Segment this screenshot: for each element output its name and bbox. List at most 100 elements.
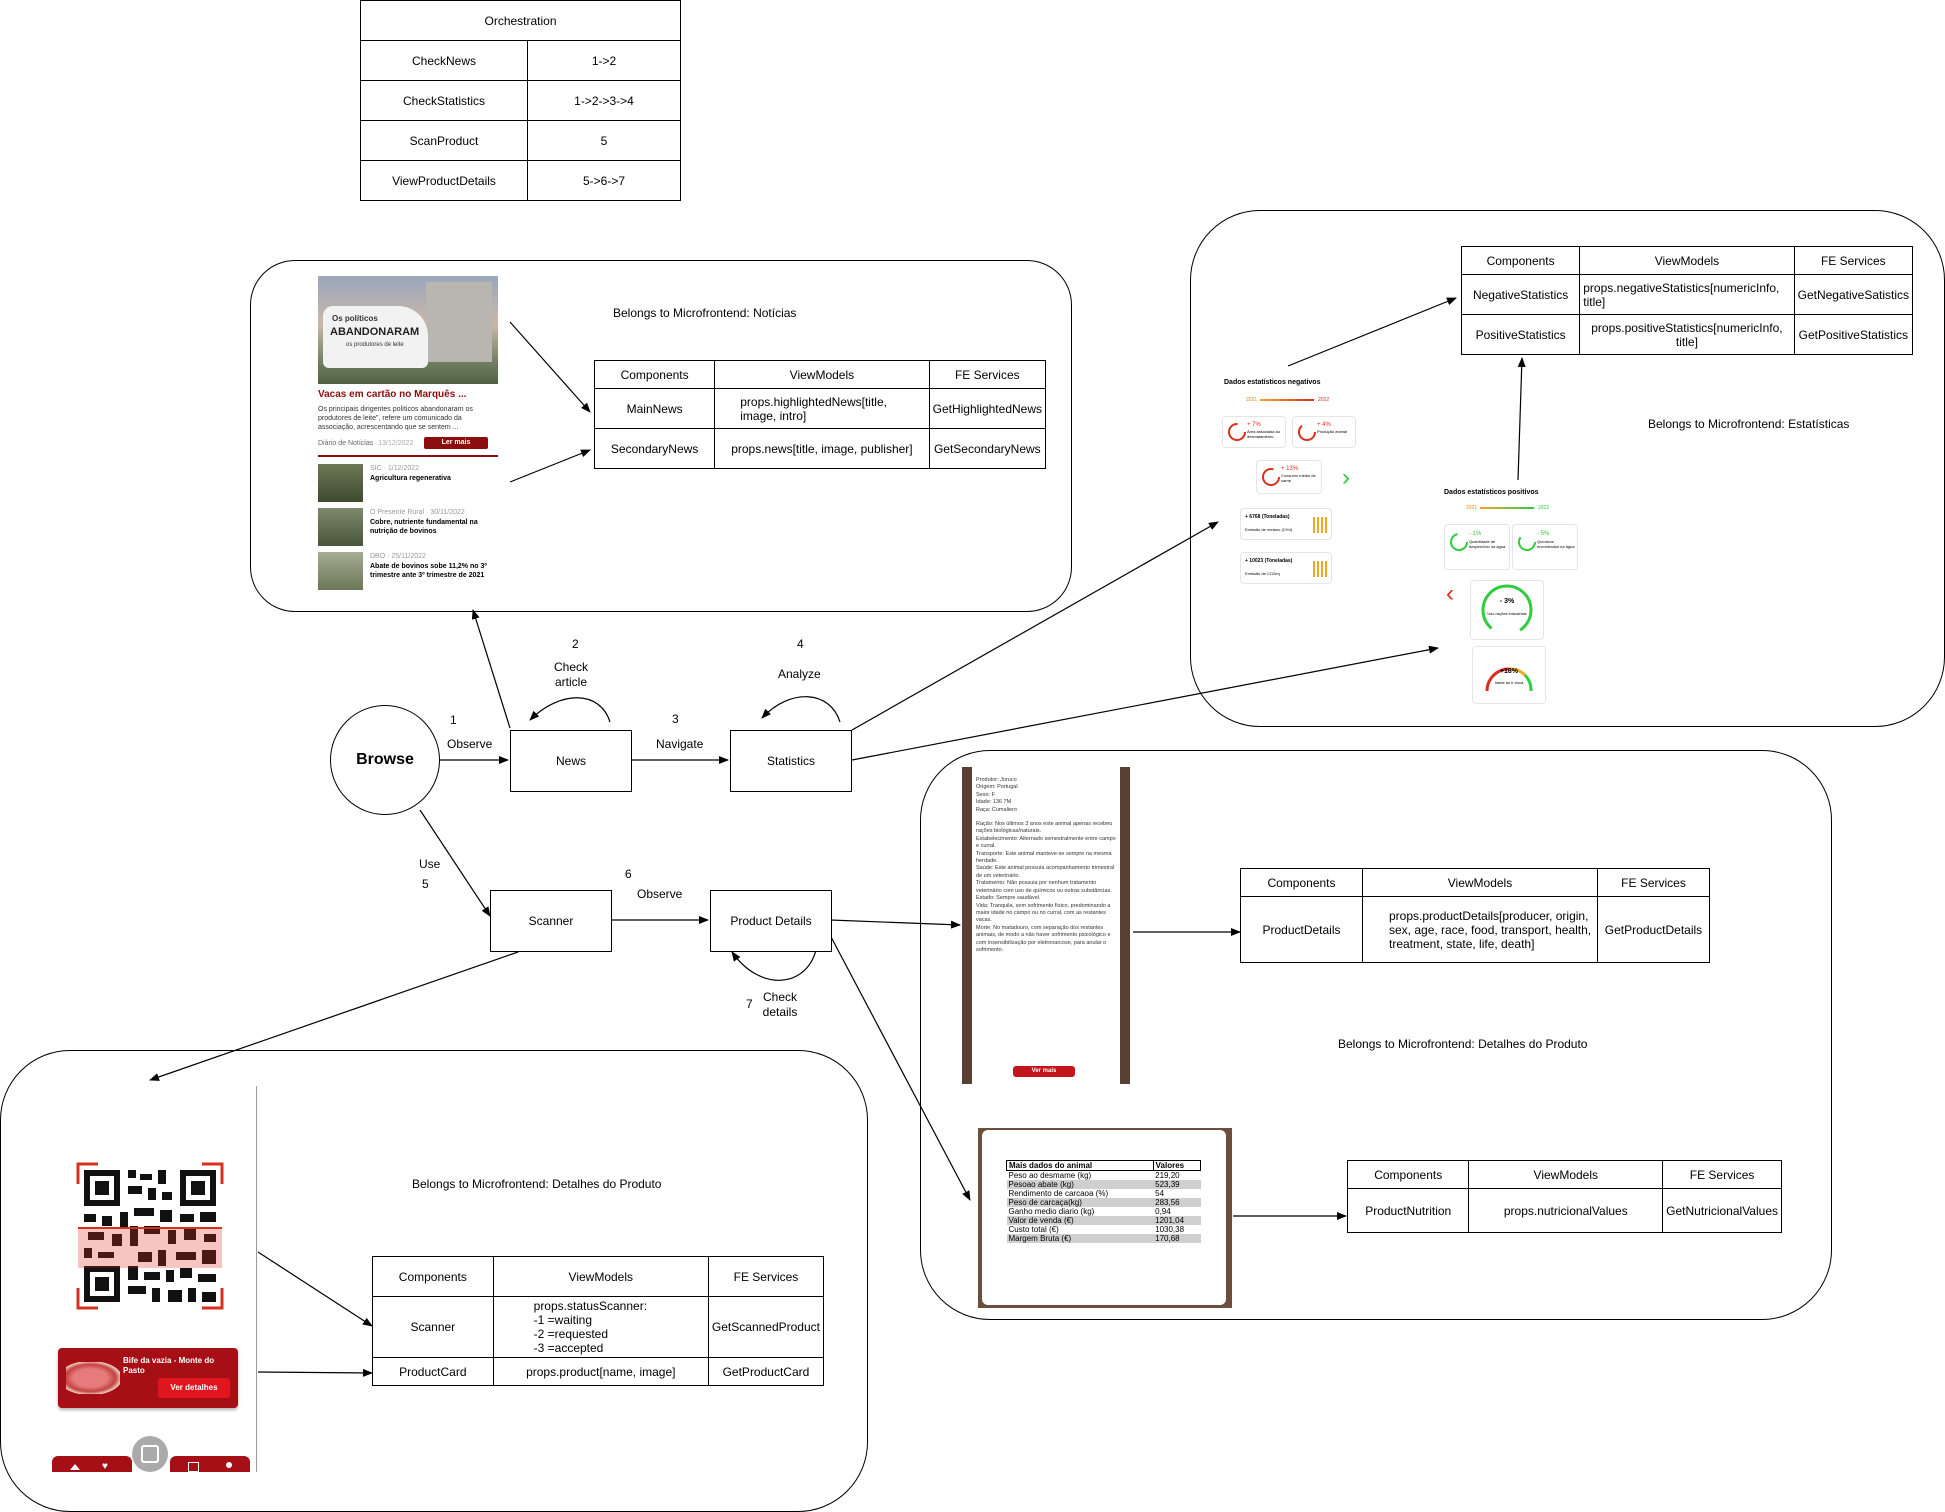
product-details-label: Product Details <box>730 914 812 928</box>
edge-negative-table <box>1287 297 1457 367</box>
positive-stat-label: Químicos encontrados na água <box>1537 539 1575 549</box>
nutrition-row: Margem Bruta (€)170,68 <box>1006 1234 1201 1243</box>
news-node[interactable]: News <box>510 730 632 792</box>
edge-card-table <box>257 1368 373 1377</box>
previous-arrow-icon[interactable]: ‹ <box>1446 580 1454 607</box>
details-line: Saúde: Este animal possuía acompanhament… <box>976 865 1115 879</box>
qr-code-icon <box>76 1162 224 1310</box>
news-source: Diário de Notícias <box>318 440 374 447</box>
edge-news-loop <box>529 697 611 723</box>
news-item-thumb <box>318 508 363 546</box>
positive-gauge-value: +18% <box>1499 668 1519 675</box>
noticias-belongs-label: Belongs to Microfrontend: Notícias <box>613 306 797 320</box>
calendar-icon[interactable] <box>188 1462 199 1472</box>
nutrition-cell: 0,94 <box>1155 1207 1171 1216</box>
edge-details-nutrition <box>829 934 971 1201</box>
negative-stat-card: + 4% Produção animal <box>1292 416 1356 448</box>
details-line: Estado: Sempre saudável. <box>976 895 1041 902</box>
service-cell: GetPositiveStatistics <box>1793 314 1914 355</box>
details-see-more-button[interactable]: Ver mais <box>1013 1066 1075 1077</box>
scan-button[interactable] <box>132 1436 168 1472</box>
nav-bar-left <box>52 1456 132 1472</box>
negative-stat-label: Área associada ao desmatamento <box>1247 429 1281 439</box>
header-services: FE Services <box>1793 246 1914 275</box>
nutrition-row: Rendimento de carcaoa (%)54 <box>1007 1189 1201 1198</box>
scanner-label: Scanner <box>528 914 574 928</box>
edge-label-analyze-num: 4 <box>797 637 804 651</box>
news-item-title[interactable]: Agricultura regenerativa <box>370 475 451 482</box>
heart-icon[interactable]: ♥ <box>102 1461 108 1472</box>
details-line: Estabelecimento: Alternado semestralment… <box>976 835 1116 850</box>
edge-statistics-positive <box>851 645 1439 761</box>
news-item-title[interactable]: Abate de bovinos sobe 11,2% no 3º trimes… <box>370 563 487 579</box>
viewmodel-cell: props.statusScanner: -1 =waiting -2 =req… <box>492 1296 709 1358</box>
edge-positive-table <box>1517 357 1526 481</box>
header-viewmodels: ViewModels <box>1468 1160 1664 1189</box>
header-viewmodels: ViewModels <box>1579 246 1795 275</box>
scanner-node[interactable]: Scanner <box>490 890 612 952</box>
positive-year-start: 2021 <box>1466 505 1478 511</box>
positive-stat-label: Quantidade de desperdício na água <box>1469 539 1506 549</box>
news-date: · 13/12/2022 <box>374 440 414 447</box>
nav-bar-right <box>170 1456 250 1472</box>
edge-label-check-article-num: 2 <box>572 637 579 651</box>
positive-gauge-icon <box>1481 584 1533 636</box>
estatisticas-belongs-label: Belongs to Microfrontend: Estatísticas <box>1648 417 1850 431</box>
negative-stat-value: + 7% <box>1247 422 1261 428</box>
positive-stat-card: - 5% Químicos encontrados na água <box>1512 524 1578 570</box>
negative-stats-mock: Dados estatísticos negativos 2021 2022 +… <box>1220 372 1368 587</box>
header-components: Components <box>1346 1160 1470 1189</box>
news-read-more-button[interactable]: Ler mais <box>424 437 488 449</box>
edge-label-navigate-num: 3 <box>672 712 679 726</box>
home-icon[interactable] <box>70 1464 80 1470</box>
browse-label: Browse <box>356 751 414 768</box>
nutrition-row: Custo total (€)1030,38 <box>1007 1225 1201 1234</box>
edge-mainnews-table <box>509 321 591 413</box>
negative-stat-card: + 6768 (Toneladas) Emissão de metano (CH… <box>1240 508 1332 540</box>
edge-details-loop <box>731 949 817 981</box>
news-item-title[interactable]: Cobre, nutriente fundamental na nutrição… <box>370 519 478 535</box>
orchestration-path: 5 <box>527 120 681 161</box>
negative-stat-value: + 10023 (Toneladas) <box>1245 558 1293 564</box>
gauge-meter-icon <box>1485 667 1533 692</box>
viewmodel-line: -3 =accepted <box>533 1341 604 1355</box>
viewmodel-cell: props.productDetails[producer, origin, s… <box>1362 896 1598 963</box>
nutrition-card: Mais dados do animal Valores Peso ao des… <box>982 1130 1226 1305</box>
qr-code-frame[interactable] <box>76 1162 224 1310</box>
nutrition-cell: Ganho medio diario (kg) <box>1008 1207 1095 1216</box>
negative-ring-icon <box>1228 423 1246 441</box>
header-components: Components <box>1460 246 1581 275</box>
viewmodel-line: -1 =waiting <box>533 1313 593 1327</box>
orchestration-flow: ViewProductDetails <box>360 160 528 201</box>
news-headline[interactable]: Vacas em cartão no Marquês ... <box>318 389 467 400</box>
negative-stat-card: + 7% Área associada ao desmatamento <box>1222 416 1286 448</box>
statistics-node[interactable]: Statistics <box>730 730 852 792</box>
product-card-details-button[interactable]: Ver detalhes <box>158 1378 230 1398</box>
negative-stat-label: Consumo médio de carne <box>1281 473 1316 483</box>
news-intro: Os principais dirigentes políticos aband… <box>318 406 473 431</box>
edge-qr-table <box>257 1251 373 1327</box>
nutrition-cell: Valor de venda (€) <box>1008 1216 1074 1225</box>
component-cell: ProductNutrition <box>1346 1188 1470 1233</box>
product-card[interactable]: Bife da vazia - Monte do Pasto Ver detal… <box>58 1348 238 1408</box>
edge-label-observe2: Observe <box>637 887 683 901</box>
browse-node[interactable]: Browse <box>330 705 440 815</box>
component-cell: ProductDetails <box>1240 896 1363 963</box>
next-arrow-icon[interactable]: › <box>1342 464 1350 491</box>
nutrition-row: Peso de carcaça(kg)283,56 <box>1006 1198 1201 1207</box>
orchestration-flow: CheckNews <box>360 40 528 81</box>
product-card-title: Bife da vazia - Monte do Pasto <box>123 1356 215 1375</box>
header-components: Components <box>593 360 716 389</box>
positive-stat-card: - 1% Quantidade de desperdício na água <box>1444 524 1510 570</box>
product-details-node[interactable]: Product Details <box>710 890 832 952</box>
viewmodel-line: props.statusScanner: <box>533 1299 648 1313</box>
edge-scanner-container <box>149 951 519 1081</box>
orchestration-path: 5->6->7 <box>527 160 681 201</box>
nutrition-row: Peso ao desmame (kg)219,20 <box>1007 1171 1201 1180</box>
news-label: News <box>555 754 586 768</box>
user-icon[interactable] <box>226 1462 232 1468</box>
nutrition-mock: Mais dados do animal Valores Peso ao des… <box>978 1128 1232 1308</box>
meat-icon <box>66 1362 120 1394</box>
details-line: Idade: 136 7M <box>976 799 1012 806</box>
